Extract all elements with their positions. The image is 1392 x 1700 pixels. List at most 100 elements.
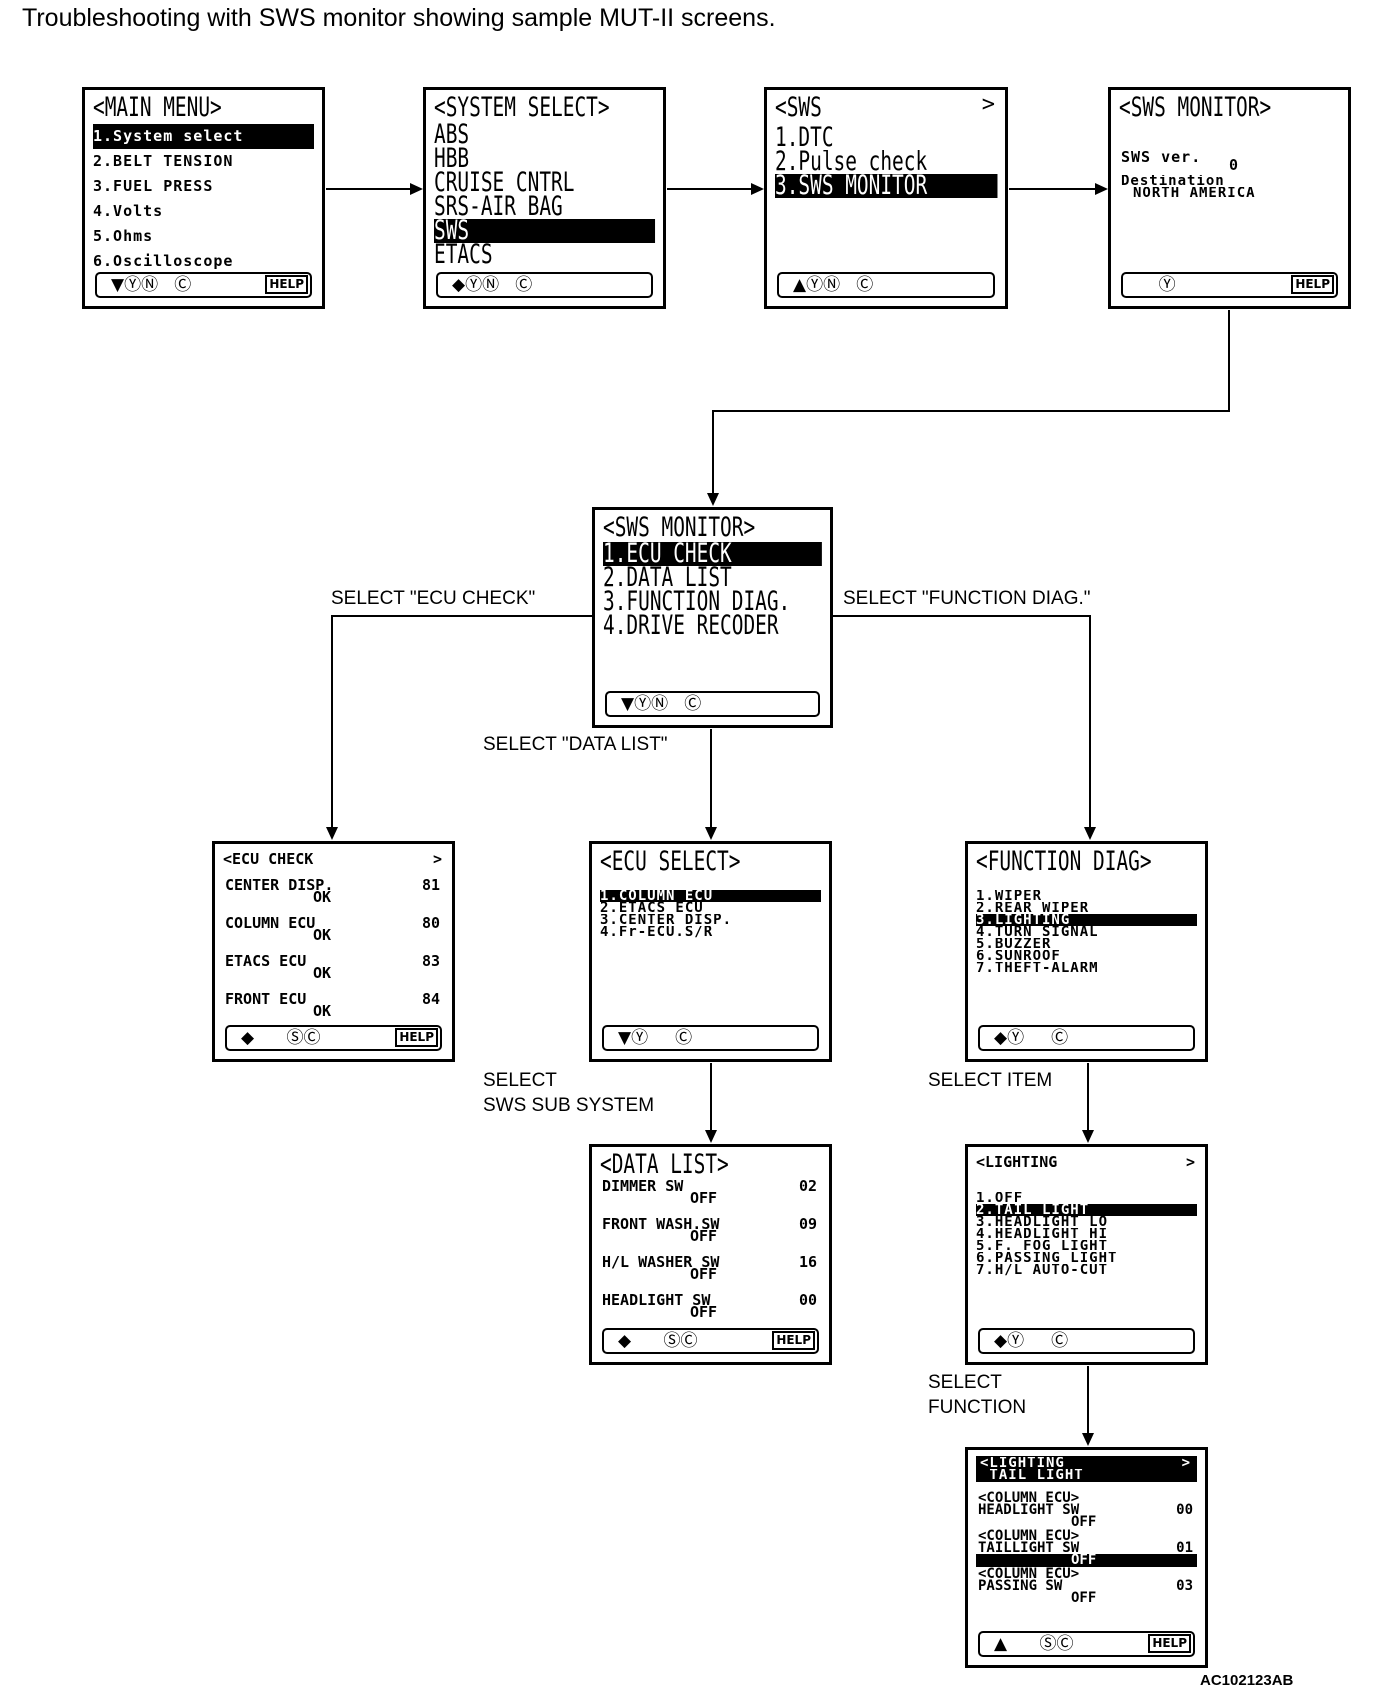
sws-item-dtc[interactable]: 1.DTC [775,126,834,150]
diag-item-theft-alarm[interactable]: 7.THEFT-ALARM [976,962,1099,974]
lighting-item-tail-light[interactable]: 2.TAIL LIGHT [976,1204,1197,1216]
help-button[interactable]: HELP [1291,275,1334,294]
lighting-item-passing-light[interactable]: 6.PASSING LIGHT [976,1252,1118,1264]
arrow-system-to-sws [667,188,751,190]
next-arrow-icon: > [1185,1153,1195,1171]
help-button[interactable]: HELP [395,1028,438,1047]
diag-item-turn-signal[interactable]: 4.TURN SIGNAL [976,926,1099,938]
arrow-sws-to-monitor [1009,188,1095,190]
light-row-headlight: <COLUMN ECU> HEADLIGHT SW OFF 00 [978,1490,1193,1530]
lighting-item-off[interactable]: 1.OFF [976,1192,1024,1204]
monitor-item-drive-recorder[interactable]: 4.DRIVE RECODER [603,614,779,638]
function-diag-screen: <FUNCTION DIAG> 1.WIPER 2.REAR WIPER 3.L… [965,841,1208,1062]
arrow-monitor-to-menu [712,410,714,493]
next-arrow-icon: > [1181,1457,1191,1469]
menu-item-fuel-press[interactable]: 3.FUEL PRESS [93,177,214,195]
system-item-etacs[interactable]: ETACS [434,243,493,267]
screen-title: <LIGHTING [980,1457,1065,1469]
system-item-abs[interactable]: ABS [434,123,470,147]
arrowhead-right [410,183,423,195]
monitor-item-data-list[interactable]: 2.DATA LIST [603,566,732,590]
menu-item-system-select[interactable]: 1.System select [93,124,314,149]
softkey-icons[interactable]: ◆ ⓈⒸ [241,1028,321,1048]
arrow-monitor-left [712,410,1230,412]
ecu-item-center-disp[interactable]: 3.CENTER DISP. [600,914,733,926]
menu-item-belt-tension[interactable]: 2.BELT TENSION [93,152,234,170]
softkey-bar[interactable]: ▼ⓎⓃ Ⓒ [605,691,820,717]
help-button[interactable]: HELP [265,275,308,294]
sws-version-value: 0 [1229,156,1240,174]
diag-item-buzzer[interactable]: 5.BUZZER [976,938,1052,950]
screen-title: <MAIN MENU> [93,92,222,123]
screen-title: <SWS MONITOR> [1119,92,1272,123]
softkey-bar[interactable]: ◆ⓎⓃ Ⓒ [436,272,653,298]
softkey-icons[interactable]: ◆ ⓈⒸ [618,1331,698,1351]
lighting-taillight-screen: <LIGHTING TAIL LIGHT > <COLUMN ECU> HEAD… [965,1447,1208,1668]
lighting-screen: <LIGHTING > 1.OFF 2.TAIL LIGHT 3.HEADLIG… [965,1144,1208,1365]
screen-title: <SWS MONITOR> [603,512,756,543]
ecu-select-screen: <ECU SELECT> 1.COLUMN ECU 2.ETACS ECU 3.… [589,841,832,1062]
screen-subtitle: TAIL LIGHT [980,1469,1084,1481]
arrowhead-down [705,827,717,840]
menu-item-oscilloscope[interactable]: 6.Oscilloscope [93,252,234,270]
lighting-item-headlight-lo[interactable]: 3.HEADLIGHT LO [976,1216,1109,1228]
arrowhead-down [707,493,719,506]
softkey-icons[interactable]: ▼ⓎⓃ Ⓒ [111,275,192,295]
softkey-bar[interactable]: Ⓨ HELP [1121,272,1338,298]
screen-title: <SWS [775,92,822,123]
label-select-ecu-check: SELECT "ECU CHECK" [331,588,536,609]
diag-item-sunroof[interactable]: 6.SUNROOF [976,950,1061,962]
destination-label: Destination [1121,175,1225,187]
label-select-function: SELECT FUNCTION [928,1372,1027,1418]
arrow-ecu-check-v [331,615,333,827]
softkey-bar[interactable]: ◆Ⓨ Ⓒ [978,1025,1195,1051]
softkey-bar[interactable]: ▲ⓎⓃ Ⓒ [777,272,995,298]
system-item-srs[interactable]: SRS-AIR BAG [434,195,563,219]
softkey-bar[interactable]: ◆ ⓈⒸ HELP [225,1025,442,1051]
monitor-item-ecu-check[interactable]: 1.ECU CHECK [603,542,823,566]
sws-screen: <SWS > 1.DTC 2.Pulse check 3.SWS MONITOR… [764,87,1008,309]
softkey-bar[interactable]: ▼ⓎⓃ Ⓒ HELP [95,272,312,298]
menu-item-volts[interactable]: 4.Volts [93,202,164,220]
ecu-item-fr-ecu[interactable]: 4.Fr-ECU.S/R [600,926,714,938]
ecu-item-etacs[interactable]: 2.ETACS ECU [600,902,704,914]
help-button[interactable]: HELP [772,1331,815,1350]
monitor-item-function-diag[interactable]: 3.FUNCTION DIAG. [603,590,791,614]
label-select-function-diag: SELECT "FUNCTION DIAG." [843,588,1091,609]
softkey-icons[interactable]: Ⓨ [1137,275,1176,295]
diag-item-rear-wiper[interactable]: 2.REAR WIPER [976,902,1090,914]
lighting-item-auto-cut[interactable]: 7.H/L AUTO-CUT [976,1264,1109,1276]
softkey-bar[interactable]: ◆Ⓨ Ⓒ [978,1328,1195,1354]
system-item-hbb[interactable]: HBB [434,147,470,171]
arrowhead-right [751,183,764,195]
screen-title: <SYSTEM SELECT> [434,92,610,123]
header-highlight [976,1456,1197,1482]
page-title: Troubleshooting with SWS monitor showing… [22,4,776,32]
menu-item-ohms[interactable]: 5.Ohms [93,227,154,245]
system-item-cruise[interactable]: CRUISE CNTRL [434,171,575,195]
help-button[interactable]: HELP [1148,1634,1191,1653]
diag-item-lighting[interactable]: 3.LIGHTING [976,914,1197,926]
sws-item-pulse-check[interactable]: 2.Pulse check [775,150,928,174]
lighting-item-headlight-hi[interactable]: 4.HEADLIGHT HI [976,1228,1109,1240]
destination-value: NORTH AMERICA [1133,187,1256,199]
figure-id: AC102123AB [1200,1672,1294,1689]
softkey-bar[interactable]: ◆ ⓈⒸ HELP [602,1328,819,1354]
softkey-bar[interactable]: ▲ ⓈⒸ HELP [978,1631,1195,1657]
softkey-icons[interactable]: ▲ ⓈⒸ [994,1634,1074,1654]
arrow-select-function-v [1087,1366,1089,1433]
diag-item-wiper[interactable]: 1.WIPER [976,890,1043,902]
sws-item-sws-monitor[interactable]: 3.SWS MONITOR [775,174,998,198]
screen-title: <ECU SELECT> [600,846,741,877]
system-item-sws[interactable]: SWS [434,219,656,243]
softkey-bar[interactable]: ▼Ⓨ Ⓒ [602,1025,819,1051]
sws-monitor-menu-screen: <SWS MONITOR> 1.ECU CHECK 2.DATA LIST 3.… [592,507,833,728]
lighting-item-fog-light[interactable]: 5.F. FOG LIGHT [976,1240,1109,1252]
ecu-item-column[interactable]: 1.COLUMN ECU [600,890,821,902]
light-row-passing: <COLUMN ECU> PASSING SW OFF 03 [978,1566,1193,1606]
